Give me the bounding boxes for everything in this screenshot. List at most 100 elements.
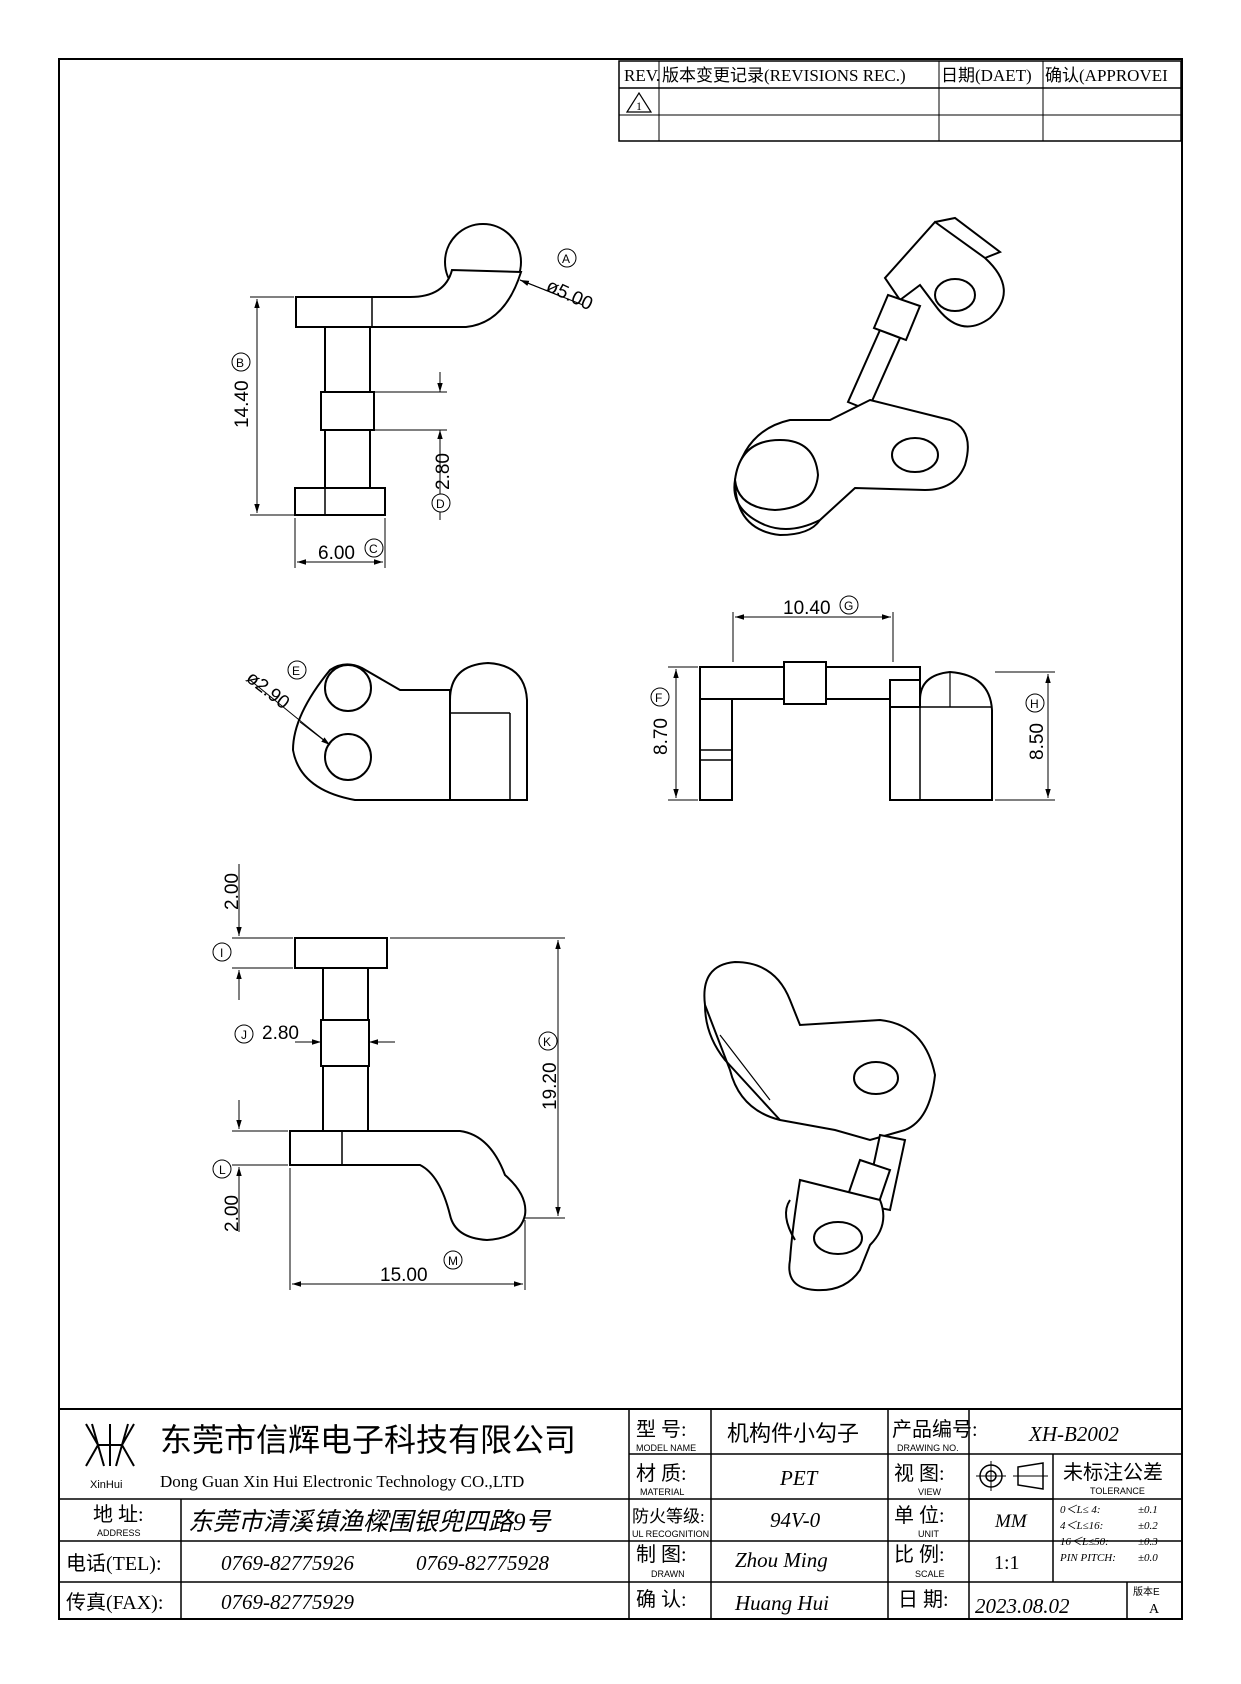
top-flange	[294, 937, 388, 969]
scale-label-en: SCALE	[915, 1569, 945, 1579]
dim-L-value: 2.00	[222, 1195, 243, 1232]
model-value: 机构件小勾子	[727, 1421, 859, 1446]
material-label-en: MATERIAL	[640, 1487, 684, 1497]
checked-value: Huang Hui	[734, 1591, 829, 1615]
view-end: ø2.90 E	[242, 660, 528, 801]
unit-label: 单 位:	[894, 1504, 945, 1527]
model-label-en: MODEL NAME	[636, 1443, 696, 1453]
dim-J-label: J	[241, 1028, 247, 1042]
ul-label-en: UL RECOGNITION	[632, 1529, 709, 1539]
dim-D-value: 2.80	[433, 453, 454, 490]
dim-A-label: A	[562, 252, 570, 266]
front-collar	[783, 661, 827, 705]
lower-shaft	[324, 429, 371, 489]
dim-F-value: 8.70	[651, 718, 672, 755]
company-name-cn: 东莞市信辉电子科技有限公司	[160, 1422, 576, 1458]
checked-label: 确 认:	[636, 1588, 687, 1611]
tel-value-1: 0769-82775926	[221, 1551, 354, 1575]
fax-value: 0769-82775929	[221, 1590, 354, 1614]
projection-symbol-icon	[976, 1461, 1048, 1491]
tolerance-value-4: ±0.0	[1138, 1552, 1158, 1564]
lower-pin	[322, 1065, 369, 1132]
dim-F-label: F	[655, 691, 662, 705]
ul-label: 防火等级:	[632, 1507, 705, 1526]
revision-record-header: 版本变更记录(REVISIONS REC.)	[662, 66, 906, 85]
dim-A-value: ø5.00	[543, 275, 596, 315]
end-post	[449, 661, 528, 801]
tolerance-value-2: ±0.2	[1138, 1520, 1158, 1532]
dim-E-value: ø2.90	[242, 667, 293, 713]
view-side-elevation: 14.40 B 2.80 D 6.00 C ø5.00 A	[231, 223, 596, 568]
dim-C-value: 6.00	[318, 543, 355, 564]
drawn-label-en: DRAWN	[651, 1569, 685, 1579]
address-label: 地 址:	[93, 1503, 144, 1526]
date-label: 日 期:	[898, 1589, 949, 1611]
revision-table: REV. 版本变更记录(REVISIONS REC.) 日期(DAET) 确认(…	[618, 60, 1182, 142]
tolerance-range-2: 4＜L≤16:	[1060, 1520, 1103, 1532]
dim-C-label: C	[369, 542, 378, 556]
dim-B-label: B	[236, 356, 244, 370]
material-value: PET	[779, 1466, 819, 1490]
view-isometric-bottom	[703, 960, 937, 1292]
dim-L-label: L	[219, 1163, 226, 1177]
logo-text: XinHui	[90, 1479, 122, 1491]
dim-H-label: H	[1030, 697, 1039, 711]
rev-header: REV.	[624, 66, 660, 85]
view-isometric-top	[733, 216, 1005, 537]
dim-M-value: 15.00	[380, 1265, 428, 1286]
view-front: 10.40 G 8.70 F 8.50 H	[650, 595, 1055, 801]
drawing-no-value: XH-B2002	[1028, 1422, 1119, 1446]
tolerance-range-1: 0＜L≤ 4:	[1060, 1504, 1101, 1516]
tolerance-value-1: ±0.1	[1138, 1504, 1158, 1516]
approve-header: 确认(APPROVEI	[1045, 66, 1168, 85]
bottom-hook	[289, 1130, 527, 1242]
unit-label-en: UNIT	[918, 1529, 939, 1539]
version-value: A	[1149, 1602, 1160, 1617]
tel-label: 电话(TEL):	[66, 1552, 162, 1575]
shaft-collar	[320, 391, 375, 431]
hook-iso-upper	[703, 960, 937, 1142]
shaft-collar-iso	[872, 293, 922, 342]
fax-label: 传真(FAX):	[66, 1591, 163, 1614]
revision-number: 1	[636, 99, 642, 113]
dim-K-value: 19.20	[540, 1062, 561, 1110]
base-cylinder-iso	[733, 438, 820, 512]
material-label: 材 质:	[636, 1462, 687, 1485]
address-value: 东莞市清溪镇渔樑围银兜四路9号	[188, 1508, 553, 1536]
dim-K-label: K	[543, 1035, 551, 1049]
shaft-iso	[846, 328, 902, 412]
revision-triangle-icon	[625, 91, 653, 113]
upper-shaft	[324, 326, 371, 393]
tolerance-value-3: ±0.3	[1138, 1536, 1158, 1548]
base-flange	[294, 487, 386, 516]
view-bottom-elevation: 2.00 I 2.80 J 19.20 K 2.00 L 15.00 M	[212, 864, 565, 1290]
company-logo: XinHui	[85, 1423, 135, 1491]
tolerance-range-4: PIN PITCH:	[1059, 1552, 1116, 1564]
tolerance-title: 未标注公差	[1063, 1461, 1163, 1484]
company-name-en: Dong Guan Xin Hui Electronic Technology …	[160, 1472, 524, 1491]
dim-H-value: 8.50	[1027, 723, 1048, 760]
title-block: XinHui 东莞市信辉电子科技有限公司 Dong Guan Xin Hui E…	[58, 1408, 1183, 1620]
scale-value: 1:1	[994, 1552, 1020, 1574]
pin-collar	[320, 1019, 370, 1067]
dim-D-label: D	[436, 497, 445, 511]
dim-B-value: 14.40	[232, 380, 253, 428]
unit-value: MM	[994, 1511, 1028, 1532]
dim-I-label: I	[220, 946, 223, 960]
dim-J-value: 2.80	[262, 1023, 299, 1044]
scale-label: 比 例:	[894, 1543, 945, 1566]
dim-M-label: M	[448, 1254, 458, 1268]
dim-G-value: 10.40	[783, 598, 831, 619]
upper-pin	[322, 967, 369, 1021]
model-label: 型 号:	[636, 1418, 687, 1441]
view-label-en: VIEW	[918, 1487, 942, 1497]
version-label: 版本E	[1133, 1585, 1160, 1598]
drawn-value: Zhou Ming	[735, 1548, 828, 1572]
ul-value: 94V-0	[770, 1508, 821, 1532]
dim-I-value: 2.00	[222, 873, 243, 910]
dim-G-label: G	[844, 599, 853, 613]
view-label: 视 图:	[894, 1462, 945, 1485]
drawing-no-label: 产品编号:	[892, 1418, 978, 1441]
drawing-no-label-en: DRAWING NO.	[897, 1443, 959, 1453]
